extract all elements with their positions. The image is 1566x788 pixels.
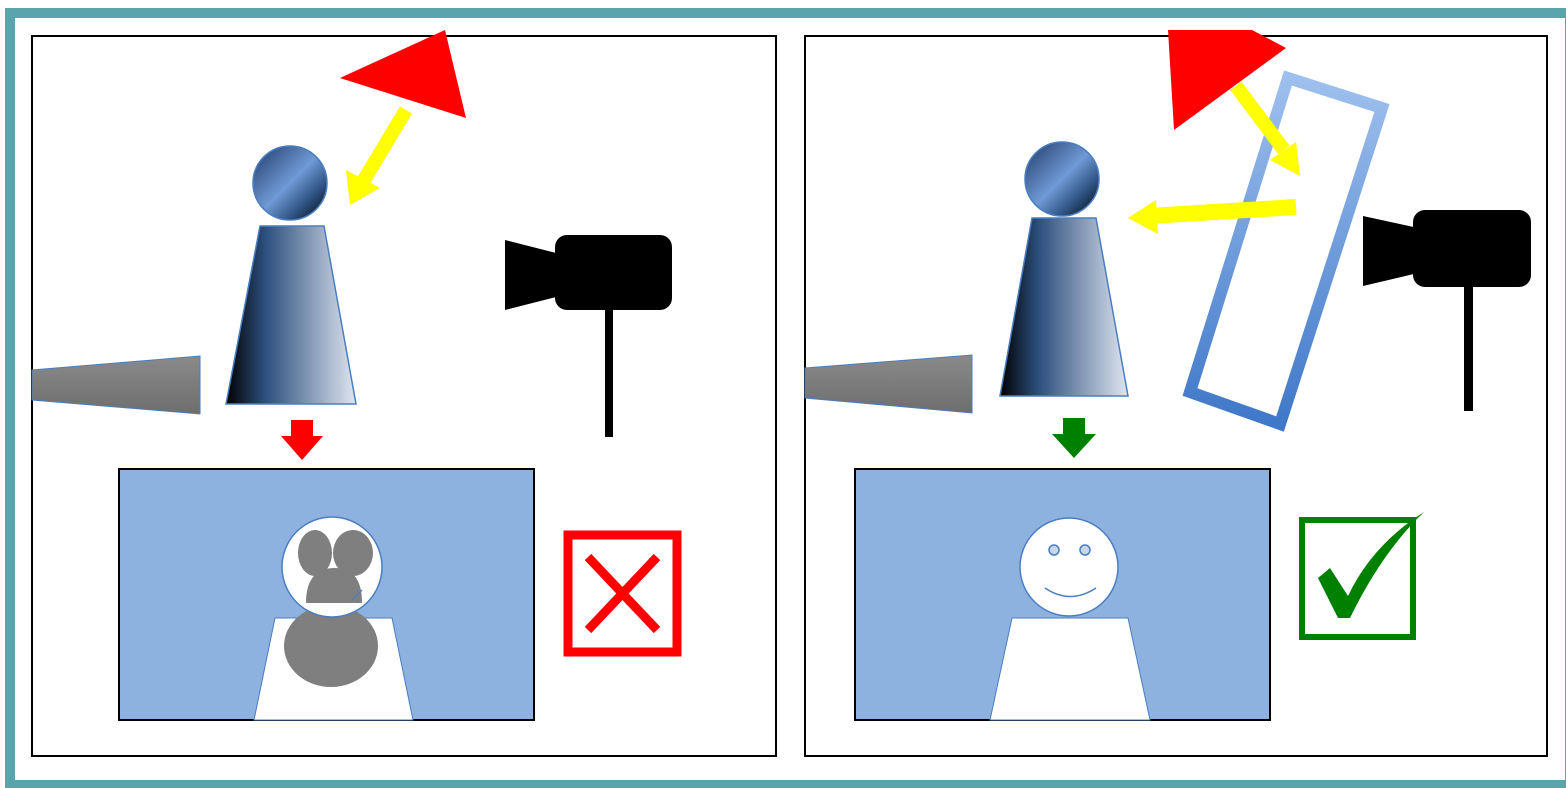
face-eye [1080,545,1090,555]
panel-without-reflector [32,30,776,756]
result-image-smiling [855,469,1270,720]
subject-head [1025,142,1099,216]
subject-head [253,146,327,220]
result-image-shadowed [119,469,534,720]
result-face [1020,518,1118,616]
cross-icon [568,535,677,652]
panel-with-reflector [805,30,1547,756]
face-eye [1049,545,1059,555]
checkmark-icon [1302,512,1424,637]
result-body [990,618,1150,720]
